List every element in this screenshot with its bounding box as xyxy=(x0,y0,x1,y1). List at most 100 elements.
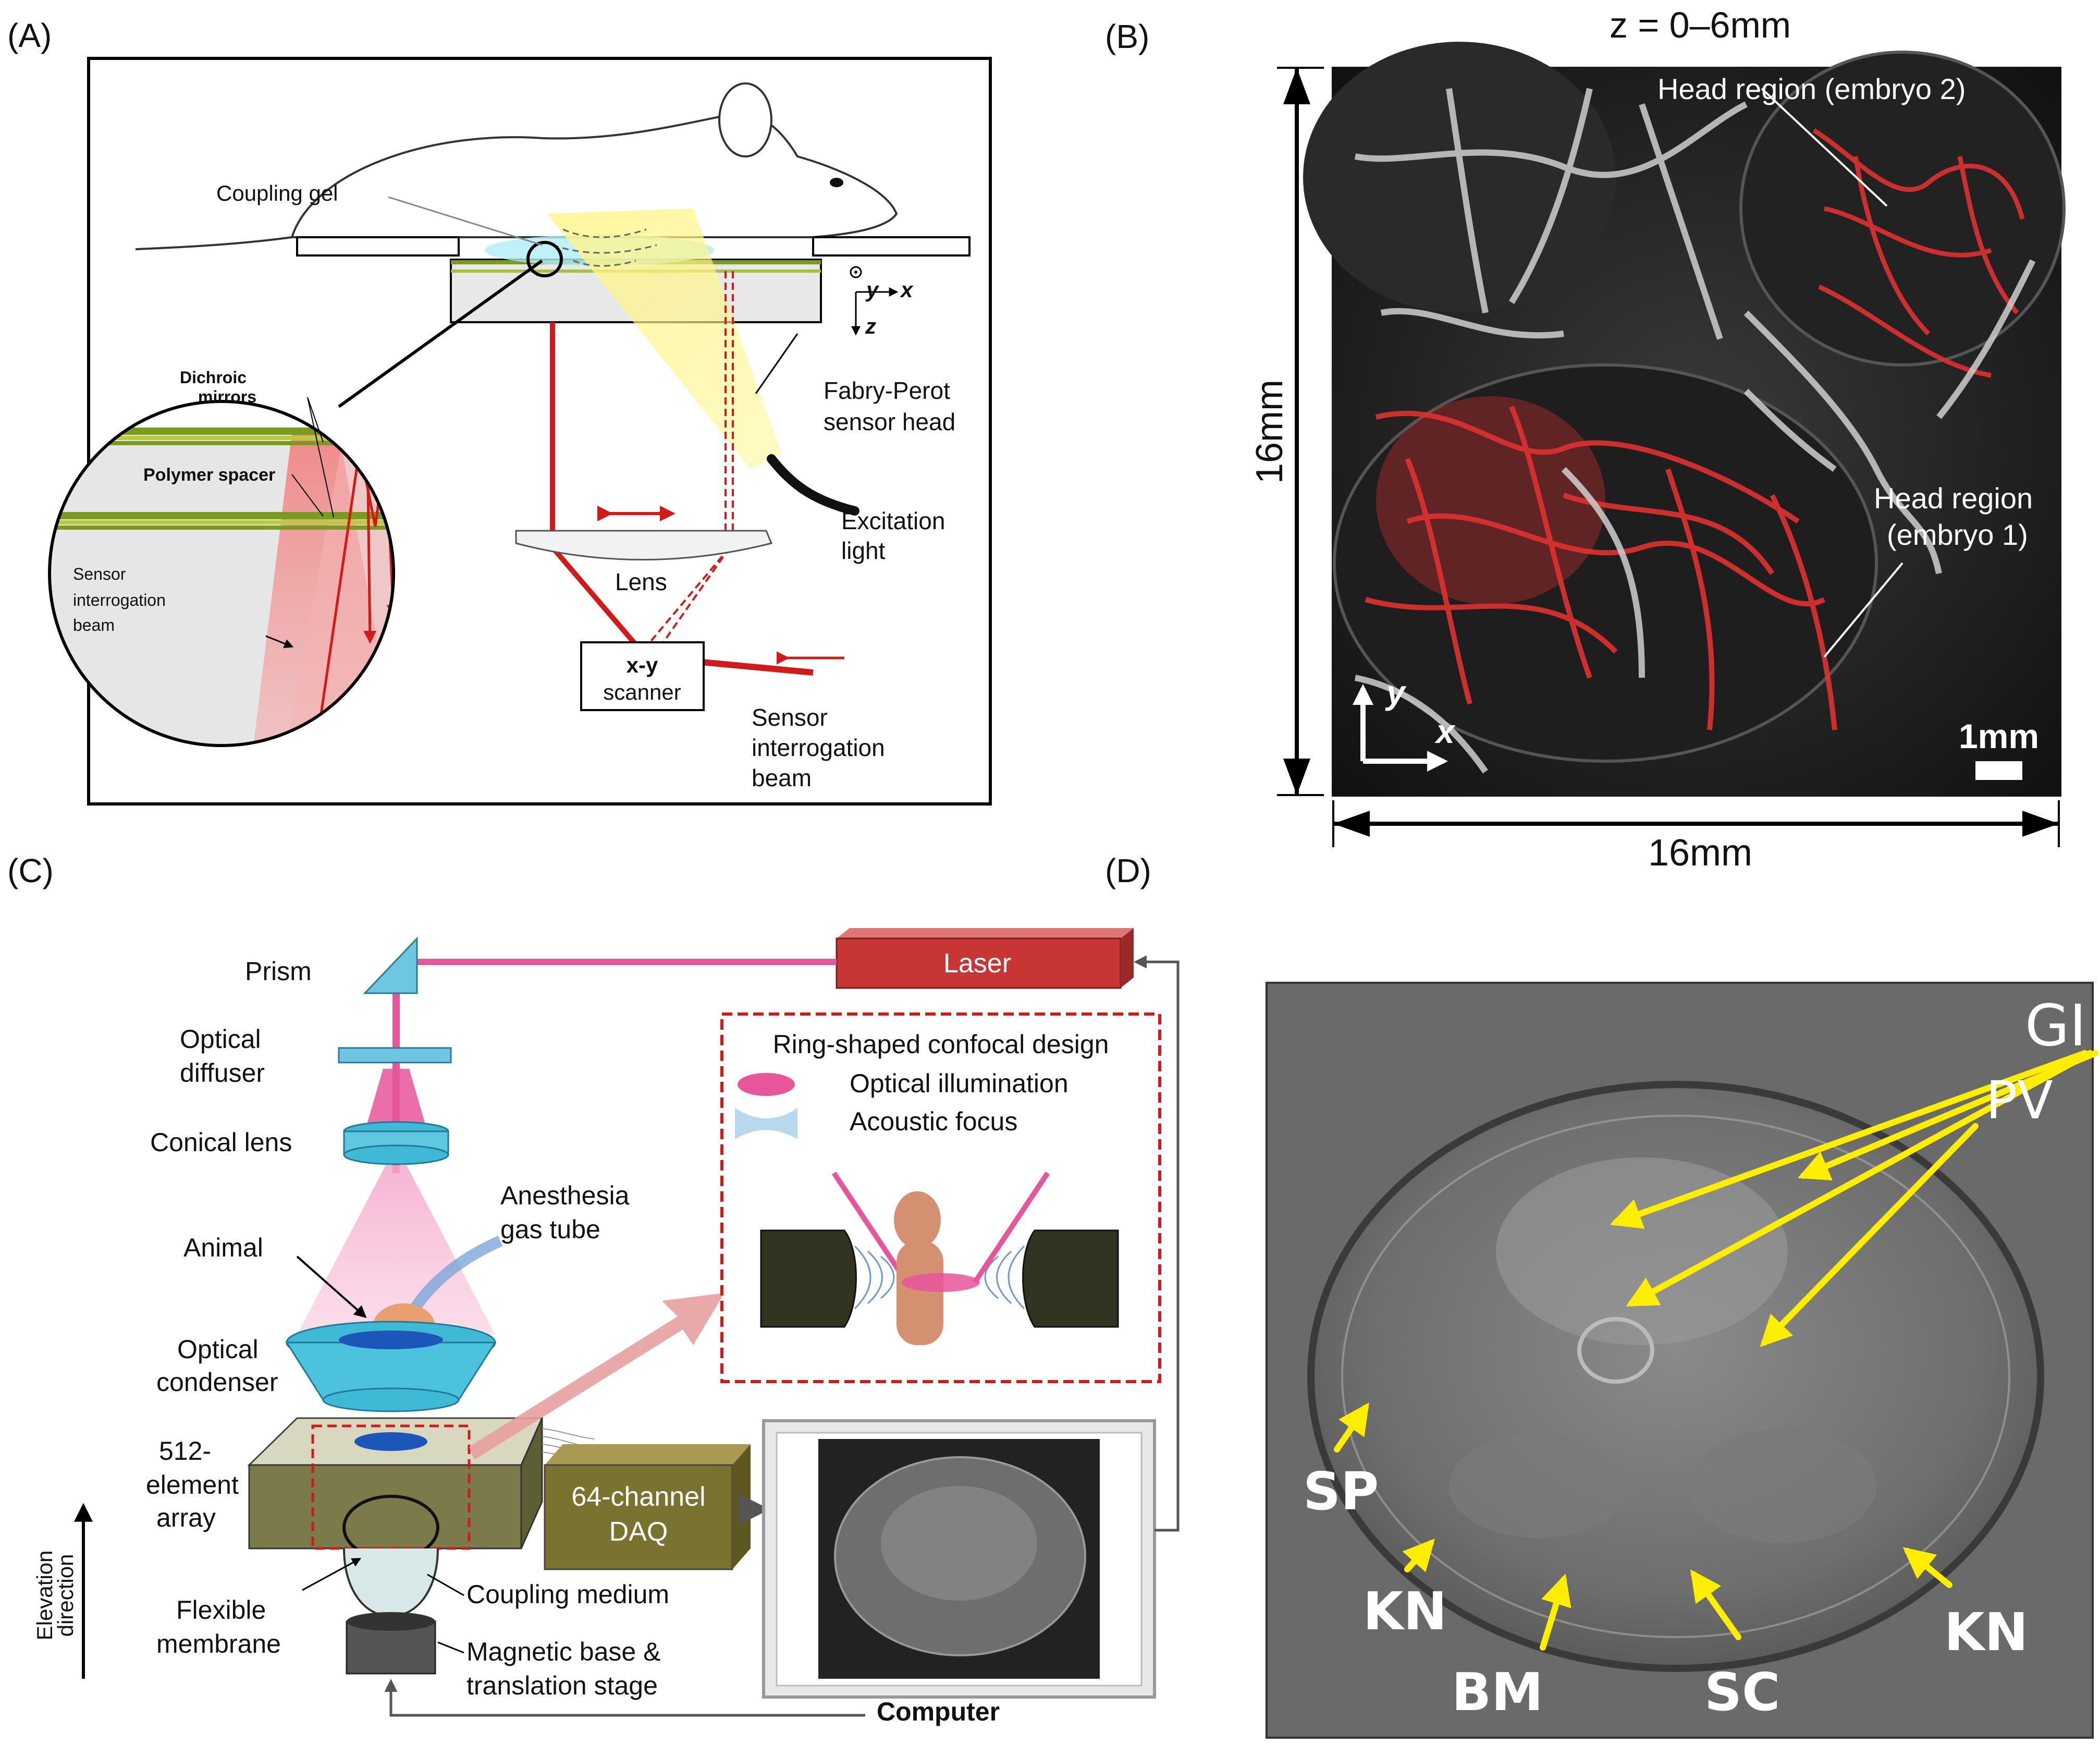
diffuser-label-line2: diffuser xyxy=(180,1058,265,1088)
acoustic-focus-icon xyxy=(735,1108,797,1139)
daq-box xyxy=(544,1464,733,1570)
gi-label: GI xyxy=(2025,992,2086,1059)
lens-shape xyxy=(515,530,773,560)
condenser-label-line2: condenser xyxy=(156,1368,278,1397)
array-label-line3: array xyxy=(156,1503,216,1532)
sensor-beam-label-line1: Sensor xyxy=(73,565,126,583)
elevation-label-line2: direction xyxy=(53,1554,78,1637)
scale-bar xyxy=(1975,761,2022,780)
daq-label-line1: 64-channel xyxy=(571,1482,705,1512)
horizontal-dimension-label: 16mm xyxy=(1648,832,1752,874)
axis-y-label: y xyxy=(865,277,880,302)
optical-diffuser xyxy=(338,1047,452,1064)
computer-label: Computer xyxy=(877,1697,1000,1726)
head-region-embryo1-label-line1: Head region xyxy=(1874,482,2033,515)
acoustic-focus-label: Acoustic focus xyxy=(850,1107,1017,1136)
panel-d: (D) xyxy=(1105,852,2098,1739)
transducer-array xyxy=(248,1464,522,1549)
pv-arrow xyxy=(1760,1123,1979,1347)
vertical-dimension-label: 16mm xyxy=(1249,380,1291,484)
panel-c-tag: (C) xyxy=(7,852,54,889)
base-label-line2: translation stage xyxy=(466,1671,658,1700)
lens-label: Lens xyxy=(615,568,667,595)
prism xyxy=(363,936,418,994)
mouse-eye xyxy=(830,178,843,187)
excitation-fiber xyxy=(767,454,859,516)
condenser-label-line1: Optical xyxy=(177,1335,259,1364)
pv-label: PV xyxy=(1986,1070,2053,1131)
anesthesia-label-line1: Anesthesia xyxy=(500,1181,630,1210)
gi-arrow-to-middle xyxy=(1626,1050,2093,1307)
panel-b-tag: (B) xyxy=(1105,18,1149,55)
panel-b-title: z = 0–6mm xyxy=(1610,5,1791,45)
mouse-tail xyxy=(135,236,292,250)
beam-out-label-line2: interrogation xyxy=(752,734,885,761)
axis-x-label-b: x xyxy=(1434,713,1456,750)
excitation-label-line1: Excitation xyxy=(841,507,945,534)
sp-label: SP xyxy=(1303,1461,1379,1522)
axis-z-label: z xyxy=(865,314,876,338)
kn-left-label: KN xyxy=(1363,1581,1447,1642)
sensor-beam-label-line3: beam xyxy=(73,616,115,634)
red-vessels-embryo1 xyxy=(1365,406,1837,730)
elevation-label-line1: Elevation xyxy=(32,1551,57,1641)
gi-arrow-to-left xyxy=(1610,1050,2088,1229)
kn-right-arrow xyxy=(1902,1547,1952,1588)
fabry-perot-label-line2: sensor head xyxy=(824,408,955,435)
gray-vessels xyxy=(1354,88,2036,774)
scale-bar-label: 1mm xyxy=(1959,717,2039,755)
animal-label: Animal xyxy=(183,1233,263,1262)
beam-out-label-line1: Sensor xyxy=(752,704,828,731)
red-vessels-embryo2 xyxy=(1812,128,2025,378)
mouse-ear xyxy=(718,82,772,157)
scanner-label-line1: x-y xyxy=(627,653,658,677)
laser-trigger-line xyxy=(1134,955,1180,1532)
head-region-embryo1-label-line2: (embryo 1) xyxy=(1887,518,2028,551)
right-support xyxy=(812,236,971,257)
excitation-label-line2: light xyxy=(841,537,886,564)
sp-arrow xyxy=(1334,1402,1369,1453)
xy-scanner-box xyxy=(580,641,705,711)
stage-control-line xyxy=(384,1679,865,1717)
panel-c: (C) Laser Prism Optical diffuser Conical… xyxy=(7,852,1180,1726)
sc-arrow xyxy=(1690,1569,1741,1640)
array-label-line1: 512- xyxy=(159,1436,211,1466)
polymer-spacer-label: Polymer spacer xyxy=(143,465,275,485)
bm-arrow xyxy=(1540,1573,1571,1651)
sensor-beam-label-line2: interrogation xyxy=(73,591,166,609)
illumination-cone xyxy=(297,1165,495,1335)
fabry-perot-label-line1: Fabry-Perot xyxy=(824,377,950,404)
axis-y-label-b: y xyxy=(1385,674,1407,711)
coupling-medium-label: Coupling medium xyxy=(466,1580,669,1609)
sc-label: SC xyxy=(1704,1662,1780,1723)
prism-label: Prism xyxy=(245,957,312,986)
membrane-label-line2: membrane xyxy=(156,1629,281,1658)
visible-annotation-arrows xyxy=(1334,1050,2098,1651)
head-region-embryo2-label: Head region (embryo 2) xyxy=(1657,72,1966,105)
panel-a: (A) x-y s xyxy=(7,17,992,806)
scanner-label-line2: scanner xyxy=(603,680,681,704)
excitation-cone xyxy=(547,209,782,469)
coupling-gel-label: Coupling gel xyxy=(216,181,338,205)
optical-illumination-label: Optical illumination xyxy=(850,1069,1069,1098)
zoom-arrow xyxy=(469,1293,724,1460)
diffuser-label-line1: Optical xyxy=(180,1024,261,1054)
zoom-source-circle xyxy=(526,241,563,277)
kn-left-arrow xyxy=(1402,1539,1435,1572)
axis-x-label: x xyxy=(900,277,914,302)
dichroic-label-line1: Dichroic xyxy=(180,368,247,387)
gi-arrow-to-right xyxy=(1797,1050,2098,1181)
ring-design-title: Ring-shaped confocal design xyxy=(773,1030,1109,1059)
array-label-line2: element xyxy=(146,1470,239,1499)
left-support xyxy=(296,236,460,257)
base-label-line1: Magnetic base & xyxy=(466,1637,660,1666)
laser-label: Laser xyxy=(943,948,1011,979)
dichroic-label-line2: mirrors xyxy=(198,387,256,406)
daq-label-line2: DAQ xyxy=(609,1517,668,1547)
kn-right-label: KN xyxy=(1944,1602,2028,1663)
laser-box xyxy=(836,937,1122,989)
conical-lens-label: Conical lens xyxy=(150,1128,292,1157)
beam-out-label-line3: beam xyxy=(752,764,812,791)
